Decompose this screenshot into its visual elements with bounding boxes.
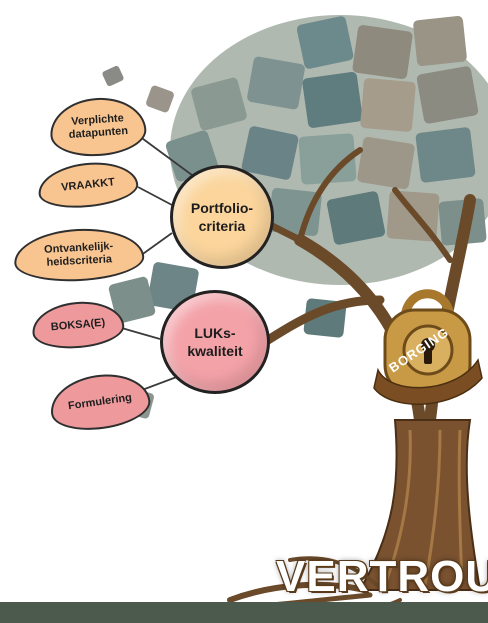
leaf-label: VRAAKKT — [60, 175, 116, 194]
hub-label: LUKs- kwaliteit — [187, 325, 243, 359]
padlock-icon — [373, 289, 483, 405]
ground-label: VERTROU — [276, 552, 488, 601]
hub-label: Portfolio- criteria — [190, 200, 254, 234]
leaf-label: BOKSA(E) — [50, 316, 106, 333]
tree-trunk — [358, 419, 482, 591]
leaf-label-line2: datapunten — [68, 124, 129, 142]
leaf-label: Formulering — [67, 391, 133, 412]
hub-luks-kwaliteit: LUKs- kwaliteit — [160, 290, 270, 394]
leaf-label-line2: heidscriteria — [46, 253, 113, 269]
hub-portfolio-criteria: Portfolio- criteria — [170, 165, 274, 269]
ground-strip — [0, 602, 488, 623]
